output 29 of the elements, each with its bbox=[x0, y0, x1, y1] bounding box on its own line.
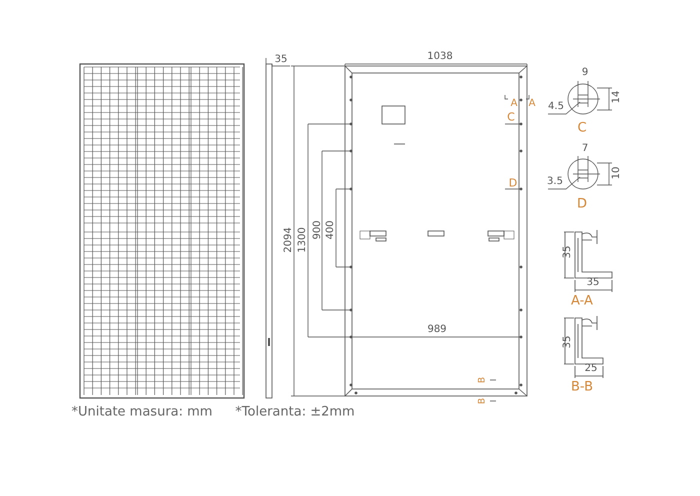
section-label: C bbox=[577, 122, 587, 134]
section-label: D bbox=[508, 178, 518, 188]
section-label: A bbox=[510, 99, 518, 109]
dimension-label: 25 bbox=[584, 364, 598, 374]
dimension-label: 14 bbox=[612, 90, 622, 104]
dimension-label: 1300 bbox=[298, 227, 308, 253]
note-text: *Unitate masura: mm bbox=[72, 406, 212, 418]
dimension-label: 7 bbox=[582, 144, 588, 154]
dimension-label: 4.5 bbox=[548, 102, 564, 112]
dimension-label: 35 bbox=[274, 55, 288, 65]
dimension-label: 3.5 bbox=[547, 177, 563, 187]
dimension-label: 35 bbox=[563, 336, 573, 348]
dimension-label: 1038 bbox=[427, 52, 453, 62]
dimension-label: 900 bbox=[313, 220, 323, 240]
section-label: A-A bbox=[571, 294, 593, 308]
dimension-label: 989 bbox=[427, 325, 447, 335]
section-label: B bbox=[478, 398, 488, 404]
dimension-label: 2094 bbox=[284, 227, 294, 253]
dimension-label: 400 bbox=[326, 220, 336, 240]
dimension-label: 9 bbox=[582, 68, 588, 78]
dimension-label: 35 bbox=[586, 278, 600, 288]
section-label: A bbox=[528, 99, 536, 109]
dimension-label: 10 bbox=[612, 166, 622, 180]
section-label: B bbox=[478, 376, 488, 384]
section-label: D bbox=[577, 198, 587, 210]
section-label: B-B bbox=[570, 380, 594, 394]
dimension-label: 35 bbox=[563, 246, 573, 258]
section-label: C bbox=[507, 112, 515, 122]
note-text: *Toleranta: ±2mm bbox=[235, 406, 355, 418]
